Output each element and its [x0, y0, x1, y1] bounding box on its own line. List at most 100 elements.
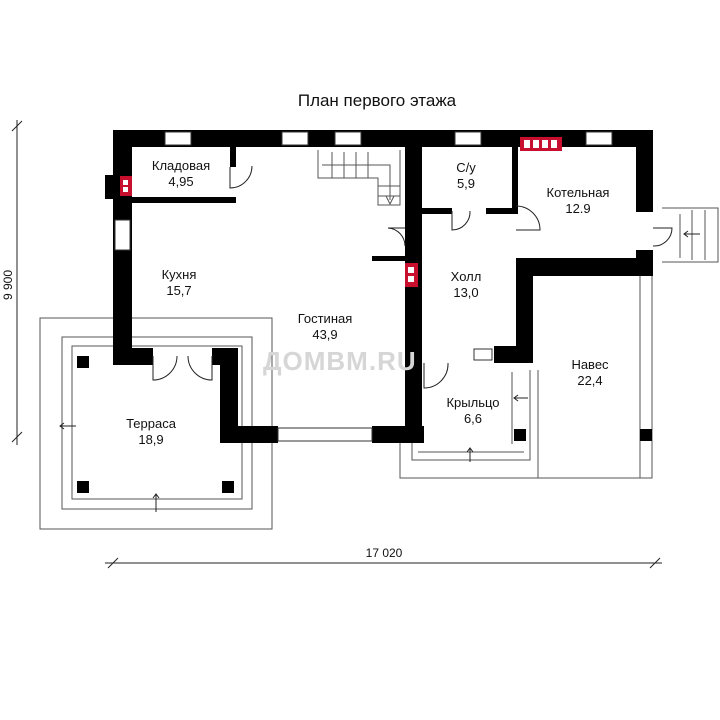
- plan-title: План первого этажа: [298, 91, 457, 110]
- arrow-icon: [513, 394, 528, 402]
- wall-top-left: [113, 130, 408, 147]
- watermark: ДОМВМ.RU: [263, 346, 417, 376]
- dimension-height-label: 9 900: [1, 270, 15, 300]
- chimney-marker-slot: [123, 180, 128, 185]
- dimension-width-label: 17 020: [366, 546, 403, 560]
- porch-steps-outline: [411, 370, 531, 461]
- room-name: С/у: [456, 160, 476, 175]
- door-boiler: [515, 205, 541, 231]
- boiler-marker-slot: [551, 140, 557, 148]
- arrow-icon: [59, 422, 76, 430]
- terrace-post: [77, 356, 89, 368]
- door-terrace-right: [187, 355, 213, 381]
- room-name: Терраса: [126, 416, 177, 431]
- boiler-marker-slot: [542, 140, 548, 148]
- staircase-outline: [317, 150, 401, 206]
- wall-pantry-bottom: [132, 197, 236, 203]
- wall-boiler-bottom: [516, 258, 653, 276]
- terrace-outline-inner: [71, 345, 243, 500]
- room-name: Кладовая: [152, 158, 210, 173]
- dimension-tick: [107, 557, 119, 569]
- wall-left-bottom: [113, 348, 153, 365]
- chimney-marker-slot: [408, 276, 414, 282]
- terrace-post: [222, 481, 234, 493]
- wall-wc-hall: [422, 208, 452, 214]
- staircase: [317, 150, 401, 206]
- wall-living-left: [220, 348, 238, 443]
- entry-stairs-outline: [662, 207, 719, 263]
- room-area: 22,4: [577, 373, 602, 388]
- wall-hall-stub: [372, 256, 405, 261]
- window: [281, 131, 309, 146]
- door-wc: [451, 210, 471, 231]
- dimension-tick: [649, 557, 661, 569]
- arrow-icon: [683, 230, 700, 238]
- window: [114, 219, 131, 251]
- terrace-post: [77, 481, 89, 493]
- room-area: 43,9: [312, 327, 337, 342]
- room-area: 12.9: [565, 201, 590, 216]
- wall-wc-hall-right: [486, 208, 516, 214]
- doors: [152, 165, 673, 389]
- window: [585, 131, 613, 146]
- chimney-marker-slot: [123, 187, 128, 192]
- boiler-marker-slot: [533, 140, 539, 148]
- arrow-icon: [152, 493, 160, 512]
- wall-pantry-right: [230, 147, 236, 167]
- window-porch: [473, 348, 493, 361]
- door-hall-left: [387, 227, 406, 247]
- dimension-lines: [11, 120, 662, 569]
- canopy-outline: [538, 262, 653, 479]
- window: [454, 131, 482, 146]
- room-name: Холл: [451, 269, 482, 284]
- door-terrace-left: [152, 355, 178, 381]
- terrace-outline-outer: [39, 317, 273, 530]
- room-area: 5,9: [457, 176, 475, 191]
- window: [164, 131, 192, 146]
- canopy-post: [640, 429, 652, 441]
- room-name: Гостиная: [298, 311, 353, 326]
- canopy-post: [514, 429, 526, 441]
- room-name: Навес: [571, 357, 609, 372]
- terrace-outline-mid: [61, 336, 253, 510]
- door-pantry: [229, 165, 253, 189]
- wall-right: [636, 130, 653, 212]
- room-area: 15,7: [166, 283, 191, 298]
- boiler-marker-slot: [524, 140, 530, 148]
- wall-living-bottom: [220, 426, 278, 443]
- windows: [114, 131, 613, 442]
- door-outside: [652, 227, 673, 247]
- chimney-marker: [120, 176, 132, 196]
- window-living-bottom: [277, 427, 373, 442]
- door-porch: [423, 362, 449, 389]
- arrow-icon: [466, 447, 474, 462]
- wall-hall-right: [516, 258, 533, 363]
- entry-arrows: [59, 230, 700, 512]
- room-area: 13,0: [453, 285, 478, 300]
- wall-hall-porch: [494, 346, 533, 363]
- wall-wc-boiler: [512, 147, 518, 214]
- outdoor-outlines: [39, 207, 719, 530]
- dimension-tick: [11, 120, 23, 132]
- stair-arrowhead: [385, 195, 395, 206]
- stair-arrow: [322, 164, 391, 200]
- porch-outline: [399, 370, 539, 479]
- wall-left-stub: [105, 175, 113, 199]
- dimension-tick: [11, 431, 23, 443]
- wall-center: [405, 147, 422, 443]
- room-name: Котельная: [547, 185, 610, 200]
- room-area: 4,95: [168, 174, 193, 189]
- chimney-marker: [405, 263, 418, 287]
- room-name: Крыльцо: [446, 395, 499, 410]
- chimney-marker-slot: [408, 267, 414, 273]
- window: [334, 131, 362, 146]
